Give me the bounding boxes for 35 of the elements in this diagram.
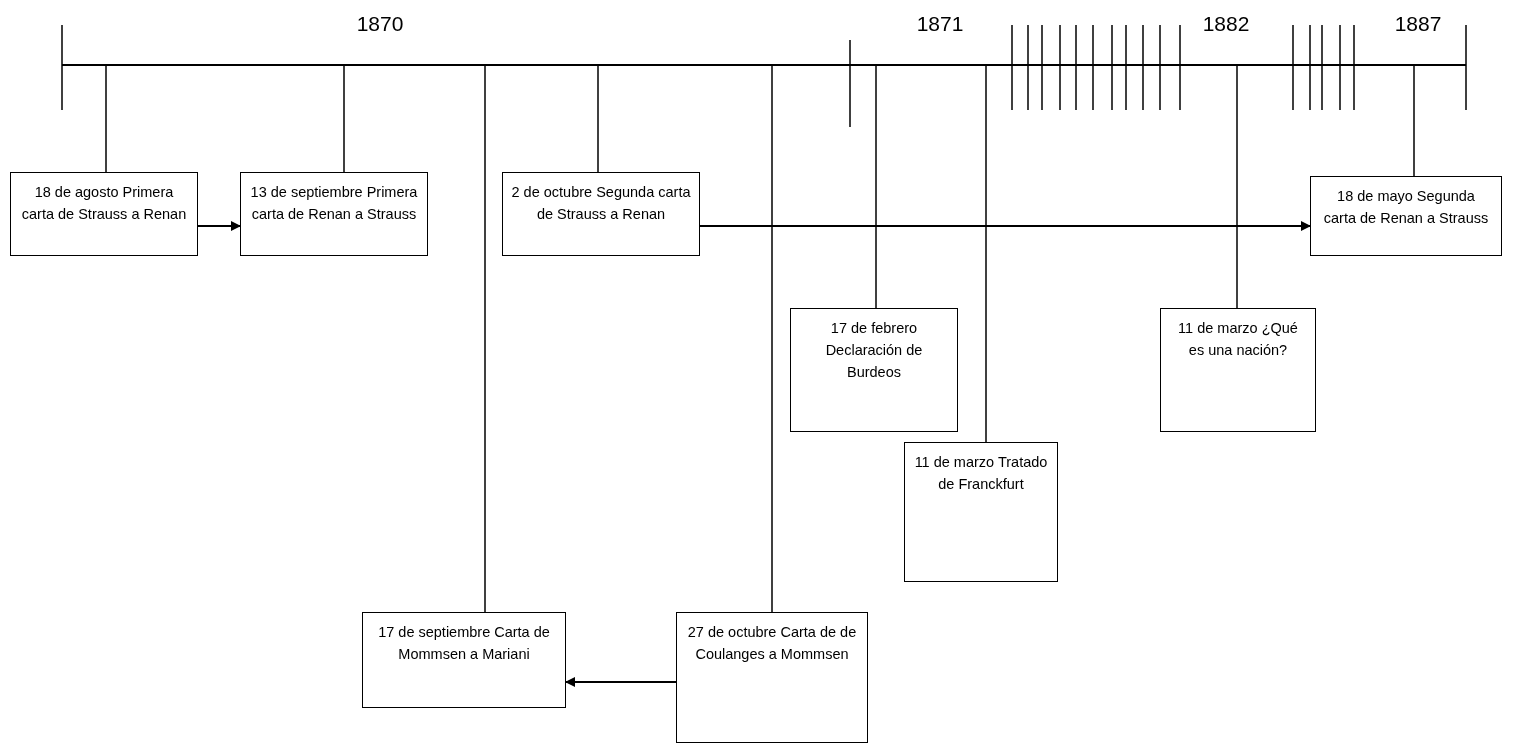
year-label: 1887	[1394, 12, 1442, 36]
event-text: 17 de febrero Declaración de Burdeos	[824, 319, 924, 382]
connector-line	[597, 65, 599, 173]
year-label: 1870	[356, 12, 404, 36]
connector-line	[1413, 65, 1415, 177]
arrow	[197, 221, 241, 231]
connector-line	[484, 65, 486, 613]
connector-line	[343, 65, 345, 173]
connector-line	[875, 65, 877, 309]
event-box	[362, 612, 566, 708]
event-text: 2 de octubre Segunda carta de Strauss a Renan	[510, 183, 692, 224]
event-text: 11 de marzo Tratado de Franckfurt	[913, 453, 1049, 494]
event-box	[904, 442, 1058, 582]
arrow	[699, 221, 1311, 231]
event-box	[676, 612, 868, 743]
event-box	[1160, 308, 1316, 432]
event-box	[10, 172, 198, 256]
event-box	[790, 308, 958, 432]
event-text: 17 de septiembre Carta de Mommsen a Mariani	[377, 623, 551, 664]
event-text: 18 de mayo Segunda carta de Renan a Strauss	[1322, 187, 1490, 228]
event-text: 11 de marzo ¿Qué es una nación?	[1177, 319, 1299, 360]
connector-line	[771, 65, 773, 613]
event-box	[240, 172, 428, 256]
timeline-axis	[62, 64, 1466, 66]
year-label: 1871	[916, 12, 964, 36]
connector-line	[1236, 65, 1238, 309]
connector-line	[105, 65, 107, 173]
year-label: 1882	[1202, 12, 1250, 36]
arrow	[565, 677, 677, 687]
event-box	[502, 172, 700, 256]
connector-line	[985, 65, 987, 443]
event-text: 27 de octubre Carta de de Coulanges a Mommsen	[686, 623, 858, 664]
event-box	[1310, 176, 1502, 256]
event-text: 13 de septiembre Primera carta de Renan a Strauss	[249, 183, 419, 224]
event-text: 18 de agosto Primera carta de Strauss a Renan	[20, 183, 188, 224]
